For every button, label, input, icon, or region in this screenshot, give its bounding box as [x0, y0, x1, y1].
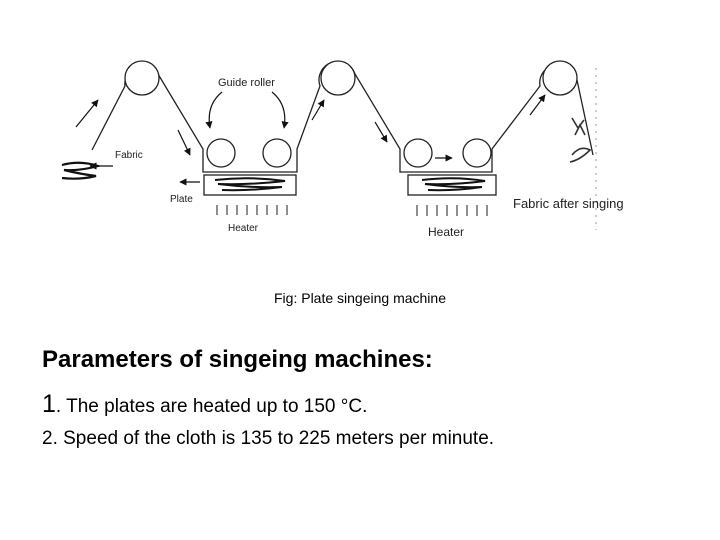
guide-roller	[206, 138, 236, 168]
parameter-item: 2. Speed of the cloth is 135 to 225 mete…	[42, 428, 494, 450]
guide-roller-label: Guide roller	[218, 77, 275, 89]
fabric-label: Fabric	[115, 150, 143, 161]
parameter-number: 1	[42, 390, 56, 418]
parameter-item: 1. The plates are heated up to 150 °C.	[42, 390, 367, 419]
parameter-text: . The plates are heated up to 150 °C.	[55, 396, 368, 417]
fabric-pile-input	[61, 161, 102, 180]
figure-caption: Fig: Plate singeing machine	[274, 290, 446, 306]
arrow-icon	[311, 99, 325, 121]
arrow-icon	[177, 129, 191, 156]
heater-ticks-left	[216, 205, 288, 215]
arrow-icon	[75, 99, 99, 128]
parameter-number: 2	[42, 428, 53, 449]
fabric-after-singing-label: Fabric after singing	[513, 196, 624, 211]
arrow-icon	[529, 94, 546, 116]
plate-label: Plate	[170, 194, 193, 205]
pointer-arrow-icon	[271, 91, 289, 129]
plate-scribble	[214, 177, 286, 192]
heater-ticks-right	[416, 205, 488, 216]
top-roller	[320, 60, 356, 96]
guide-roller	[403, 138, 433, 168]
top-roller	[542, 60, 578, 96]
heater-label-left: Heater	[228, 223, 259, 234]
heater-label-right: Heater	[428, 225, 464, 239]
fabric-pile-output	[569, 117, 592, 163]
top-roller	[124, 60, 160, 96]
arrow-icon	[374, 121, 388, 143]
pointer-arrow-icon	[205, 91, 223, 129]
guide-roller	[462, 138, 492, 168]
singeing-machine-diagram: Guide roller Fabric Plate Heater Heater …	[61, 60, 624, 239]
parameter-text: . Speed of the cloth is 135 to 225 meter…	[52, 428, 495, 449]
plate-scribble	[421, 177, 486, 192]
guide-roller	[262, 138, 292, 168]
parameters-heading: Parameters of singeing machines:	[42, 346, 433, 373]
